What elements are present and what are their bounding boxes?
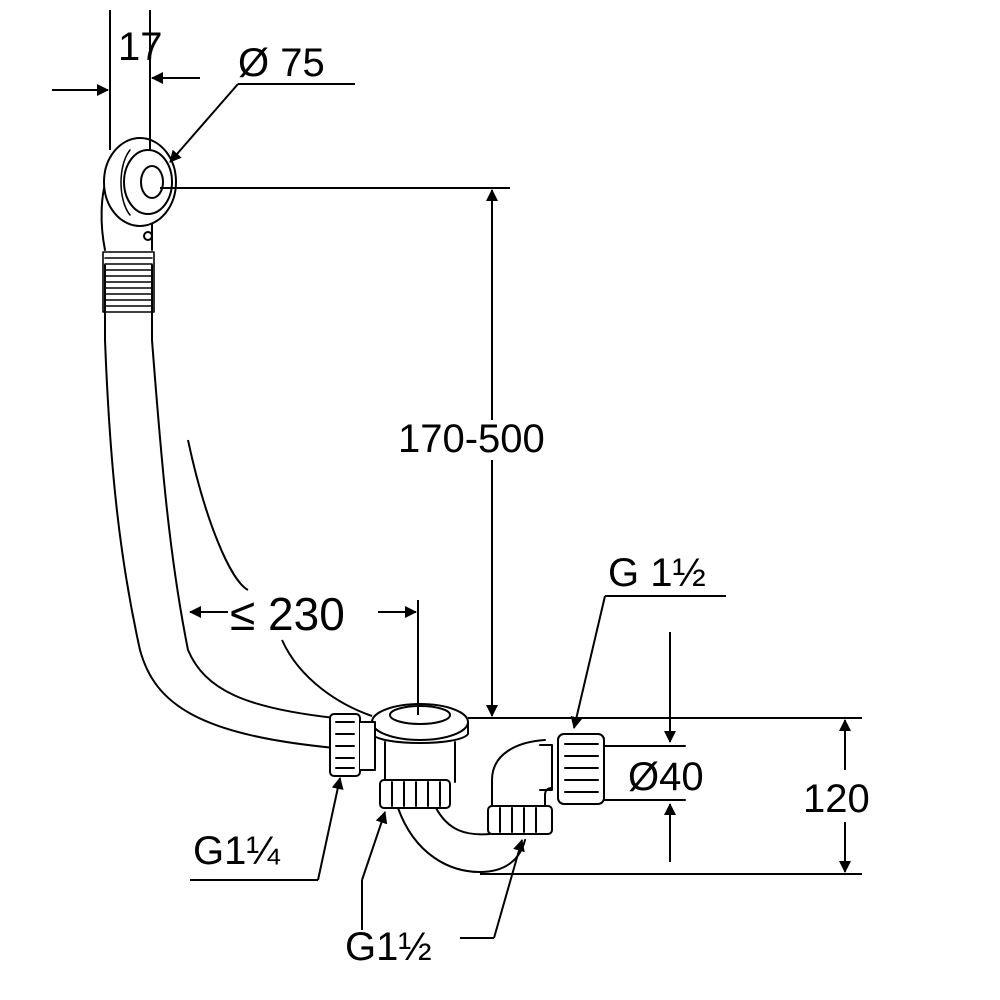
label-trap-height: 120: [803, 777, 870, 821]
waste-valve: [371, 703, 469, 783]
valve-reference-curve: [281, 639, 373, 717]
outlet-thread-leader: [570, 595, 606, 729]
overflow-thread-leader: [317, 777, 344, 881]
label-outlet-thread: G 1½: [608, 551, 706, 595]
label-overflow-thread: G1¼: [193, 829, 280, 873]
label-outlet-diameter: Ø 75: [238, 41, 325, 85]
hose-corrugation: [102, 251, 155, 313]
label-pipe-diameter: Ø40: [628, 755, 704, 799]
label-waste-thread: G1½: [345, 925, 432, 969]
trap-nut: [487, 805, 553, 835]
waste-thread-leader-trap: [493, 839, 525, 939]
label-outlet-thickness: 17: [118, 25, 163, 69]
overflow-hose: [104, 264, 336, 749]
valve-outlet-nut: [379, 779, 451, 809]
outlet-nut: [557, 733, 605, 805]
hose-reference-curve: [187, 439, 249, 591]
outlet-elbow: [491, 739, 553, 807]
waste-thread-leader-valve: [361, 811, 388, 881]
dim-75-leader: [169, 83, 239, 163]
label-height-range: 170-500: [398, 417, 545, 461]
overflow-head: [103, 137, 177, 241]
overflow-nut: [329, 713, 376, 777]
label-horizontal-distance: ≤ 230: [230, 588, 345, 640]
